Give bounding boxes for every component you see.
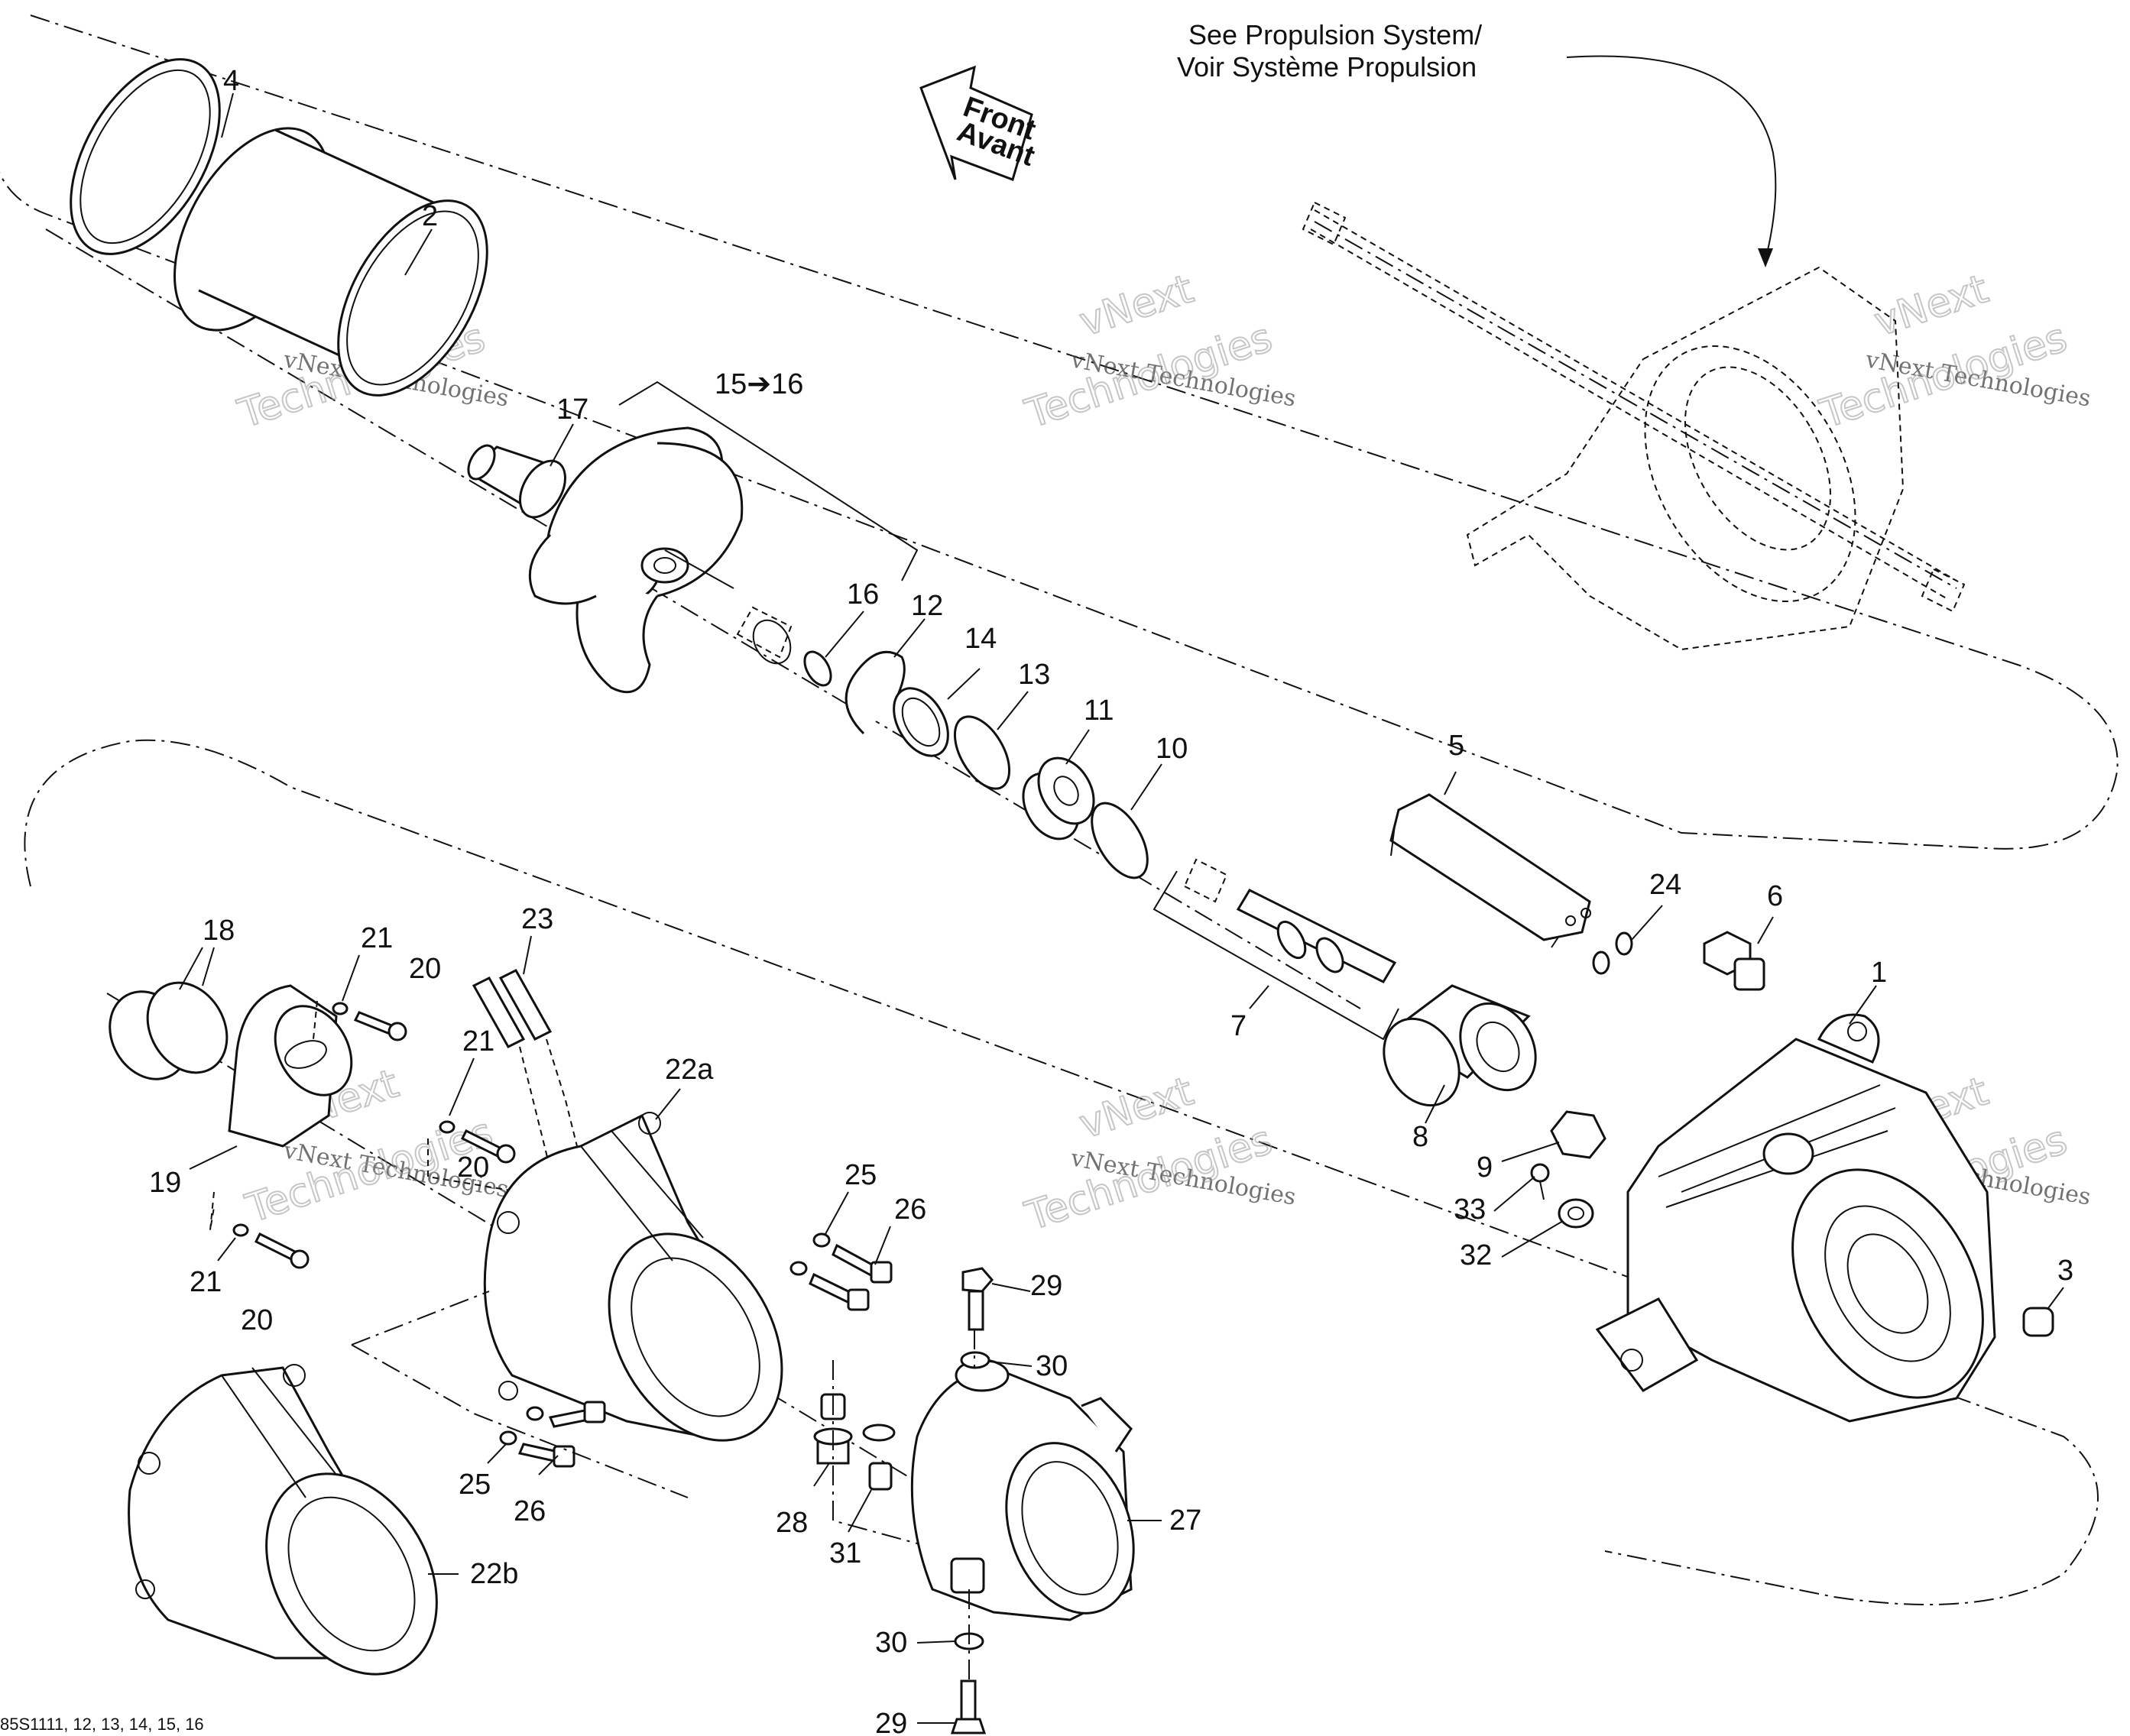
part-labels: 4 2 17 15➔16 16 12 14 13 11 10 5 24 6 1 …	[149, 65, 2073, 1736]
part-32-washer	[1558, 1198, 1594, 1229]
label-2: 2	[422, 200, 438, 232]
label-31: 31	[829, 1537, 861, 1569]
part-2-sleeve	[173, 127, 488, 397]
front-direction-arrow: Front Avant	[919, 65, 1040, 181]
note-line-1: See Propulsion System/	[1188, 19, 1482, 50]
label-21: 21	[190, 1266, 222, 1298]
venturi-fasteners	[499, 1232, 893, 1468]
part-3-bushing	[2022, 1307, 2054, 1337]
label-27: 27	[1169, 1504, 1201, 1537]
label-6: 6	[1767, 880, 1783, 912]
label-19: 19	[149, 1167, 181, 1199]
watermark-text: vNext	[1074, 1068, 1198, 1148]
label-22a: 22a	[665, 1054, 714, 1086]
part-24-o-ring	[1592, 951, 1610, 975]
label-8: 8	[1412, 1121, 1428, 1153]
label-13: 13	[1018, 659, 1050, 691]
label-14: 14	[964, 623, 997, 655]
watermark-text: vNext	[1074, 266, 1198, 345]
part-16-bearing	[736, 606, 832, 687]
upper-assembly-outline	[0, 15, 2119, 850]
label-30: 30	[875, 1627, 907, 1659]
label-3: 3	[2057, 1255, 2073, 1287]
upper-assembly-axis	[45, 228, 1361, 1009]
label-30: 30	[1036, 1350, 1068, 1382]
bracket-15-16	[618, 381, 919, 581]
part-24-o-ring	[1615, 931, 1633, 956]
label-29: 29	[875, 1708, 907, 1736]
nozzle-guide-lines	[832, 1330, 975, 1681]
label-20: 20	[409, 953, 441, 985]
label-22b: 22b	[470, 1558, 518, 1590]
label-16: 16	[847, 578, 879, 611]
part-10-o-ring	[1091, 802, 1149, 879]
label-25: 25	[459, 1469, 491, 1501]
fastener-guide-lines	[209, 1000, 520, 1231]
label-28: 28	[776, 1507, 808, 1539]
label-26: 26	[514, 1495, 546, 1527]
part-27-steering-nozzle	[910, 1359, 1135, 1621]
part-23-sleeves	[472, 969, 553, 1048]
label-4: 4	[223, 65, 239, 97]
bracket-7	[1153, 870, 1399, 1041]
part-8-bushing	[1383, 984, 1537, 1107]
label-33: 33	[1454, 1194, 1486, 1226]
part-29-bolt-top	[961, 1267, 994, 1331]
part-4-ring	[70, 58, 221, 255]
label-11: 11	[1084, 695, 1114, 727]
label-1: 1	[1871, 957, 1887, 989]
label-20: 20	[241, 1304, 273, 1336]
part-22a-venturi	[483, 1112, 783, 1442]
part-33-screw	[1530, 1163, 1550, 1200]
propulsion-reference-note: See Propulsion System/ Voir Système Prop…	[1177, 19, 1777, 267]
leader-lines	[179, 92, 2064, 1724]
label-15-16: 15➔16	[715, 368, 803, 400]
drawing-code: 85S1111, 12, 13, 14, 15, 16	[0, 1715, 204, 1734]
part-5-support	[1389, 793, 1591, 948]
part-31-bushing	[868, 1462, 893, 1491]
label-32: 32	[1460, 1239, 1492, 1271]
part-19-nozzle	[228, 984, 353, 1148]
part-1-pump-housing	[1595, 1013, 1996, 1423]
part-13-o-ring	[953, 715, 1011, 790]
part-17-cone	[467, 444, 566, 519]
nozzle-fasteners	[232, 1002, 516, 1269]
label-9: 9	[1477, 1151, 1493, 1184]
note-line-2: Voir Système Propulsion	[1177, 51, 1477, 83]
label-10: 10	[1156, 733, 1188, 765]
label-21: 21	[462, 1025, 494, 1057]
label-18: 18	[203, 915, 235, 947]
label-17: 17	[556, 394, 588, 426]
part-28-bushing	[813, 1393, 896, 1465]
label-7: 7	[1230, 1010, 1247, 1042]
part-11-bearing	[1022, 756, 1095, 840]
label-26: 26	[894, 1194, 926, 1226]
driveshaft-axis	[1314, 221, 1957, 589]
part-22b-venturi	[128, 1364, 438, 1676]
part-29-bolt-bottom	[950, 1679, 987, 1734]
part-15-impeller	[528, 426, 744, 694]
reference-driveshaft-assembly	[1302, 201, 1966, 651]
label-24: 24	[1649, 869, 1681, 901]
part-9-nut	[1550, 1110, 1606, 1159]
part-7-shaft	[1183, 858, 1397, 983]
part-6-plug	[1703, 931, 1765, 991]
label-20: 20	[457, 1151, 489, 1184]
label-21: 21	[361, 922, 393, 954]
label-5: 5	[1448, 730, 1464, 762]
lower-assembly-outline	[24, 739, 2099, 1605]
label-23: 23	[521, 903, 553, 935]
part-12-circlip	[845, 650, 906, 735]
label-25: 25	[845, 1159, 877, 1191]
label-29: 29	[1030, 1270, 1062, 1302]
label-12: 12	[911, 590, 943, 622]
part-18-o-rings	[109, 981, 229, 1080]
part-14-seal	[893, 687, 949, 757]
watermark-text: vNext	[1869, 266, 1993, 345]
venturi-guide-lines	[351, 1291, 689, 1498]
